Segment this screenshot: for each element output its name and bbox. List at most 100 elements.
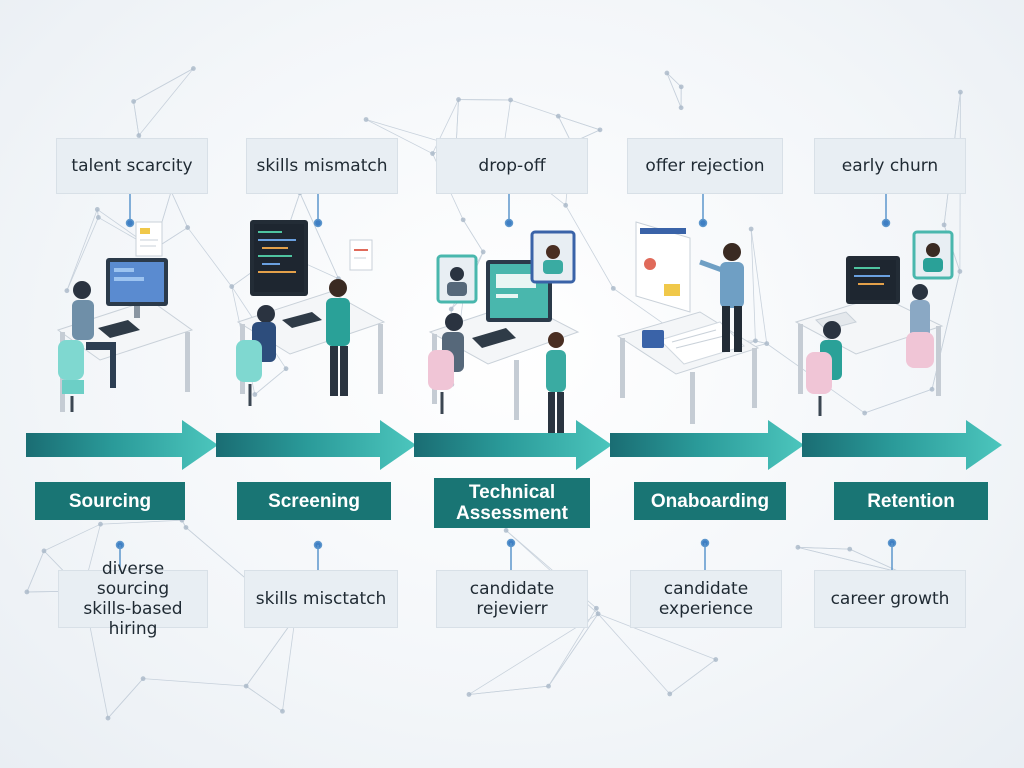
solution-box-retention: career growth (814, 570, 966, 628)
network-node (131, 99, 137, 104)
network-line (750, 228, 768, 344)
network-line (66, 209, 98, 291)
network-node (847, 546, 853, 552)
solution-label: candidate rejevierr (469, 579, 555, 619)
network-line (138, 68, 194, 136)
network-line (133, 68, 194, 102)
network-node (678, 105, 684, 111)
network-node (448, 306, 454, 312)
network-node (456, 97, 461, 102)
network-node (929, 386, 935, 392)
network-node (24, 589, 30, 595)
challenge-label: offer rejection (645, 156, 765, 176)
network-line (185, 527, 247, 580)
network-line (143, 678, 247, 687)
network-node (105, 715, 111, 721)
network-line (245, 685, 283, 712)
challenge-box-screening: skills mismatch (246, 138, 398, 194)
network-node (958, 89, 963, 95)
network-line (548, 613, 599, 687)
network-line (26, 550, 45, 593)
network-line (133, 101, 140, 136)
network-line (282, 617, 296, 712)
network-node (610, 285, 616, 291)
document-icon (135, 221, 163, 257)
video-call-icon (436, 254, 478, 304)
network-line (548, 608, 597, 687)
network-node (229, 284, 235, 289)
network-node (748, 226, 754, 232)
stage-label-technical-assessment: Technical Assessment (434, 478, 590, 528)
network-node (363, 117, 369, 122)
network-node (136, 133, 142, 138)
network-line (245, 617, 296, 687)
network-line (797, 546, 903, 574)
solution-label: candidate experience (658, 579, 754, 619)
bottom-connectors (115, 538, 897, 570)
challenge-box-technical-assessment: drop-off (436, 138, 588, 194)
workstation-scene-onboarding (616, 221, 760, 424)
network-node (508, 97, 513, 103)
network-line (565, 205, 614, 289)
network-node (664, 70, 670, 76)
network-node (957, 269, 963, 274)
network-node (555, 113, 561, 119)
challenge-label: early churn (841, 156, 939, 176)
network-node (753, 338, 758, 344)
solution-label: career growth (830, 589, 950, 609)
network-node (140, 676, 146, 682)
network-line (462, 219, 484, 253)
document-icon (349, 239, 373, 271)
network-line (299, 192, 339, 279)
network-node (183, 525, 189, 530)
stage-label-screening: Screening (237, 482, 391, 520)
network-node (546, 683, 551, 689)
solution-box-screening: skills misctatch (244, 570, 398, 628)
network-node (64, 288, 70, 294)
challenge-box-sourcing: talent scarcity (56, 138, 208, 194)
solution-label: skills misctatch (255, 589, 387, 609)
network-line (597, 613, 671, 695)
network-node (98, 521, 103, 527)
network-node (466, 692, 472, 697)
solution-box-technical-assessment: candidate rejevierr (436, 570, 588, 628)
network-node (94, 207, 100, 212)
network-line (468, 685, 549, 695)
network-node (41, 548, 47, 554)
network-line (100, 519, 182, 525)
challenge-box-onboarding: offer rejection (627, 138, 783, 194)
network-line (510, 99, 559, 117)
top-connectors (125, 194, 891, 228)
network-node (941, 222, 947, 228)
workstation-scene-retention (794, 230, 954, 416)
challenge-label: talent scarcity (71, 156, 193, 176)
presentation-board-icon (635, 221, 691, 313)
network-node (597, 127, 603, 133)
video-call-icon (912, 230, 954, 280)
network-node (280, 708, 285, 714)
network-line (365, 119, 433, 154)
network-node (713, 657, 719, 662)
network-line (669, 659, 716, 695)
network-node (95, 215, 101, 220)
workstation-scene-technical-assessment (428, 230, 580, 434)
network-node (190, 66, 196, 71)
network-node (430, 151, 435, 156)
solution-label: diverse sourcing skills-based hiring (83, 559, 183, 639)
network-line (107, 678, 144, 719)
network-line (849, 548, 903, 574)
challenge-box-retention: early churn (814, 138, 966, 194)
network-node (667, 691, 673, 697)
solution-box-onboarding: candidate experience (630, 570, 782, 628)
network-node (252, 392, 258, 397)
network-node (185, 225, 191, 230)
network-node (503, 528, 509, 533)
network-line (43, 523, 101, 552)
pipeline-arrows (26, 420, 1002, 470)
network-line (170, 191, 189, 228)
network-line (597, 613, 716, 660)
network-node (764, 341, 770, 347)
workstation-scene-screening (236, 220, 386, 406)
